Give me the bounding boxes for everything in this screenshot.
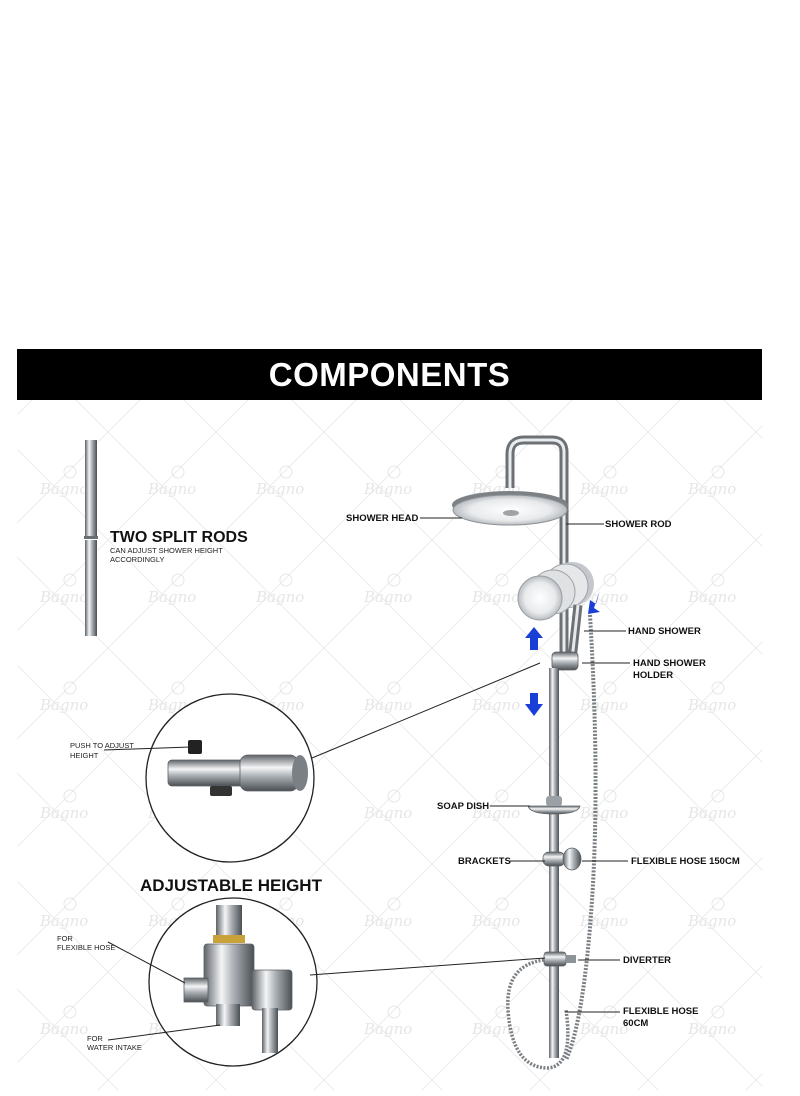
shower-unit	[452, 435, 600, 1070]
push-to-adjust-2: HEIGHT	[70, 751, 99, 760]
for-hose-1: FOR	[57, 934, 73, 943]
for-water-1: FOR	[87, 1034, 103, 1043]
two-split-rods-title: TWO SPLIT RODS	[110, 529, 248, 546]
leader-lines	[103, 517, 630, 1041]
label-hand-shower: HAND SHOWER	[628, 626, 701, 637]
label-flexible-hose-60-1: FLEXIBLE HOSE	[623, 1006, 699, 1017]
label-diverter: DIVERTER	[623, 955, 672, 966]
holder-detail-circle	[145, 693, 315, 863]
two-split-rods-desc-1: CAN ADJUST SHOWER HEIGHT	[110, 546, 223, 555]
push-to-adjust-1: PUSH TO ADJUST	[70, 741, 134, 750]
for-water-2: WATER INTAKE	[87, 1043, 142, 1052]
arrow-down-icon	[588, 590, 600, 614]
label-shower-rod: SHOWER ROD	[605, 519, 672, 530]
label-flexible-hose-150: FLEXIBLE HOSE 150CM	[631, 856, 740, 867]
watermark-pattern	[17, 400, 762, 1090]
arrow-down-icon-2	[525, 693, 543, 716]
components-banner: COMPONENTS	[17, 349, 762, 400]
diverter-detail-circle	[148, 897, 318, 1067]
two-split-rods-illustration	[84, 440, 98, 636]
adjustable-height-title: ADJUSTABLE HEIGHT	[140, 876, 322, 895]
label-soap-dish: SOAP DISH	[437, 801, 490, 812]
label-shower-head: SHOWER HEAD	[346, 513, 419, 524]
two-split-rods-desc-2: ACCORDINGLY	[110, 555, 165, 564]
label-brackets: BRACKETS	[458, 856, 511, 867]
for-hose-2: FLEXIBLE HOSE	[57, 943, 116, 952]
arrow-up-icon	[525, 627, 543, 650]
label-hand-shower-holder-2: HOLDER	[633, 670, 674, 681]
label-flexible-hose-60-2: 60CM	[623, 1018, 649, 1029]
banner-title: COMPONENTS	[268, 355, 511, 393]
label-hand-shower-holder-1: HAND SHOWER	[633, 658, 706, 669]
